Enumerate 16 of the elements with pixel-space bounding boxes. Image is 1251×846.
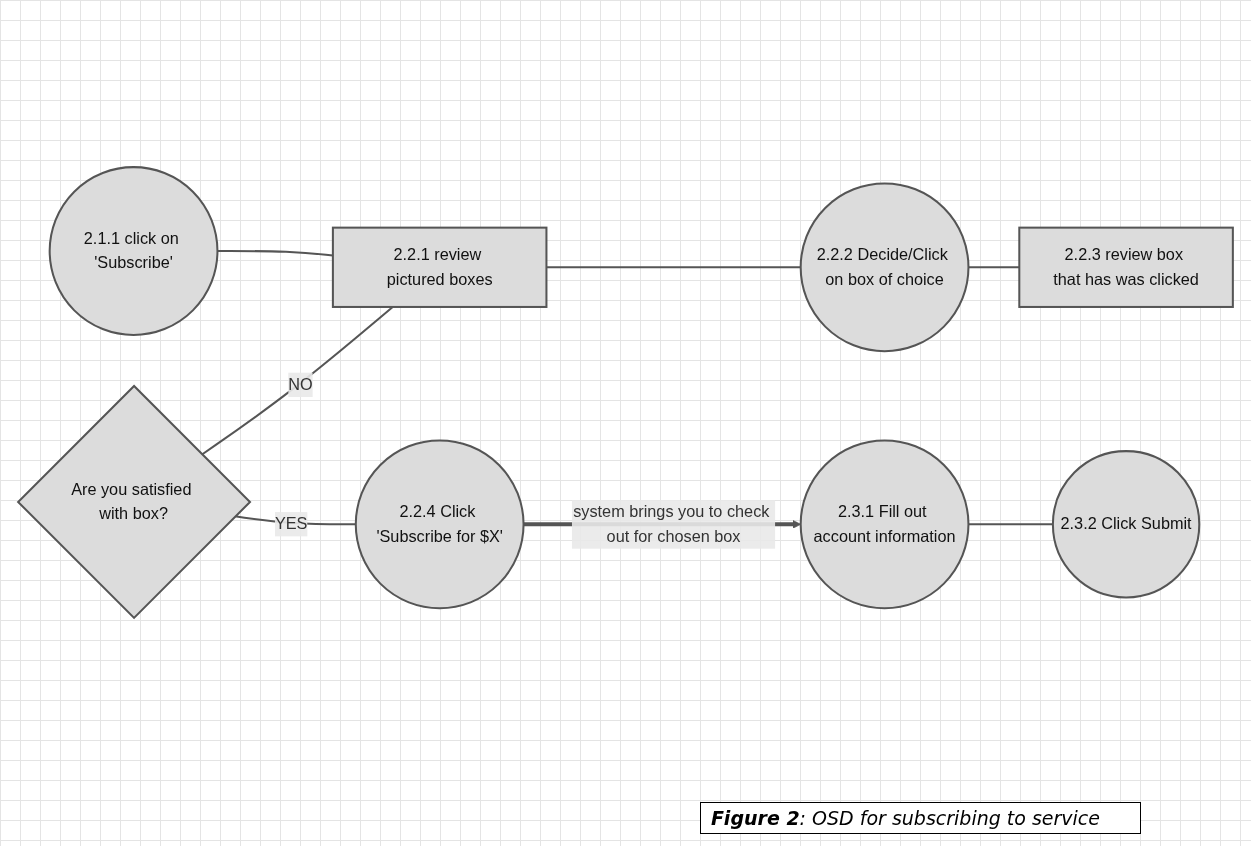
node-circle: 2.2.2 Decide/Click on box of choice: [799, 182, 970, 353]
node-circle: 2.3.2 Click Submit: [1051, 450, 1201, 599]
connector: [968, 523, 1053, 526]
node-box: 2.2.1 review pictured boxes: [331, 227, 548, 309]
node-circle: 2.1.1 click on 'Subscribe': [48, 166, 219, 337]
edge-label: YES: [274, 515, 308, 533]
edge-label: NO: [288, 376, 313, 394]
node-box: 2.2.3 review box that has was clicked: [1018, 227, 1234, 309]
node-circle: 2.2.4 Click 'Subscribe for $X': [354, 439, 525, 610]
node-circle: 2.3.1 Fill out account information: [799, 439, 970, 610]
connector: [968, 266, 1020, 269]
edge-label: system brings you to check out for chosen box: [573, 503, 770, 546]
figure-caption: Figure 2: OSD for subscribing to service: [699, 802, 1141, 834]
connector: [217, 250, 333, 258]
connector: [546, 266, 801, 269]
node-diamond: Are you satisfied with box?: [16, 385, 252, 620]
